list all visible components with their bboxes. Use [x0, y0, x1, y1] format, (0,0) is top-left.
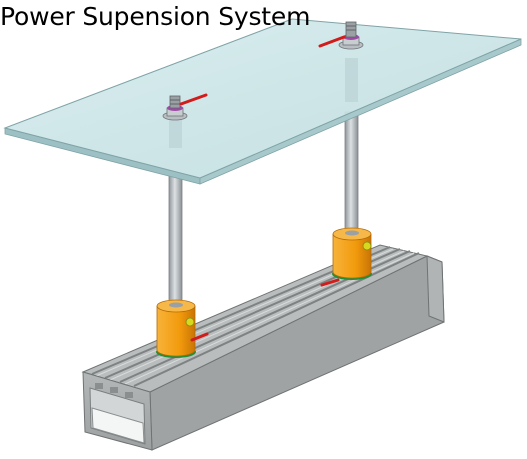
front-support-knob — [185, 317, 195, 327]
front-clamp — [162, 93, 208, 121]
front-clamp-handle — [179, 93, 208, 106]
front-support — [156, 175, 209, 358]
front-support-coupler — [156, 305, 196, 357]
front-support-rod — [168, 175, 183, 309]
glass-panel — [3, 18, 522, 185]
glass-panel-top — [3, 18, 522, 179]
front-support-handle — [190, 332, 209, 342]
rear-support-coupler — [332, 233, 372, 279]
rear-support-handle — [320, 278, 340, 287]
rear-support — [320, 111, 372, 287]
rear-clamp — [318, 21, 364, 50]
page-title: Power Supension System — [0, 2, 311, 31]
aluminium-rail — [81, 244, 445, 451]
rear-support-rod — [344, 111, 359, 241]
rear-clamp-handle — [318, 35, 346, 48]
rear-support-knob — [362, 241, 372, 251]
